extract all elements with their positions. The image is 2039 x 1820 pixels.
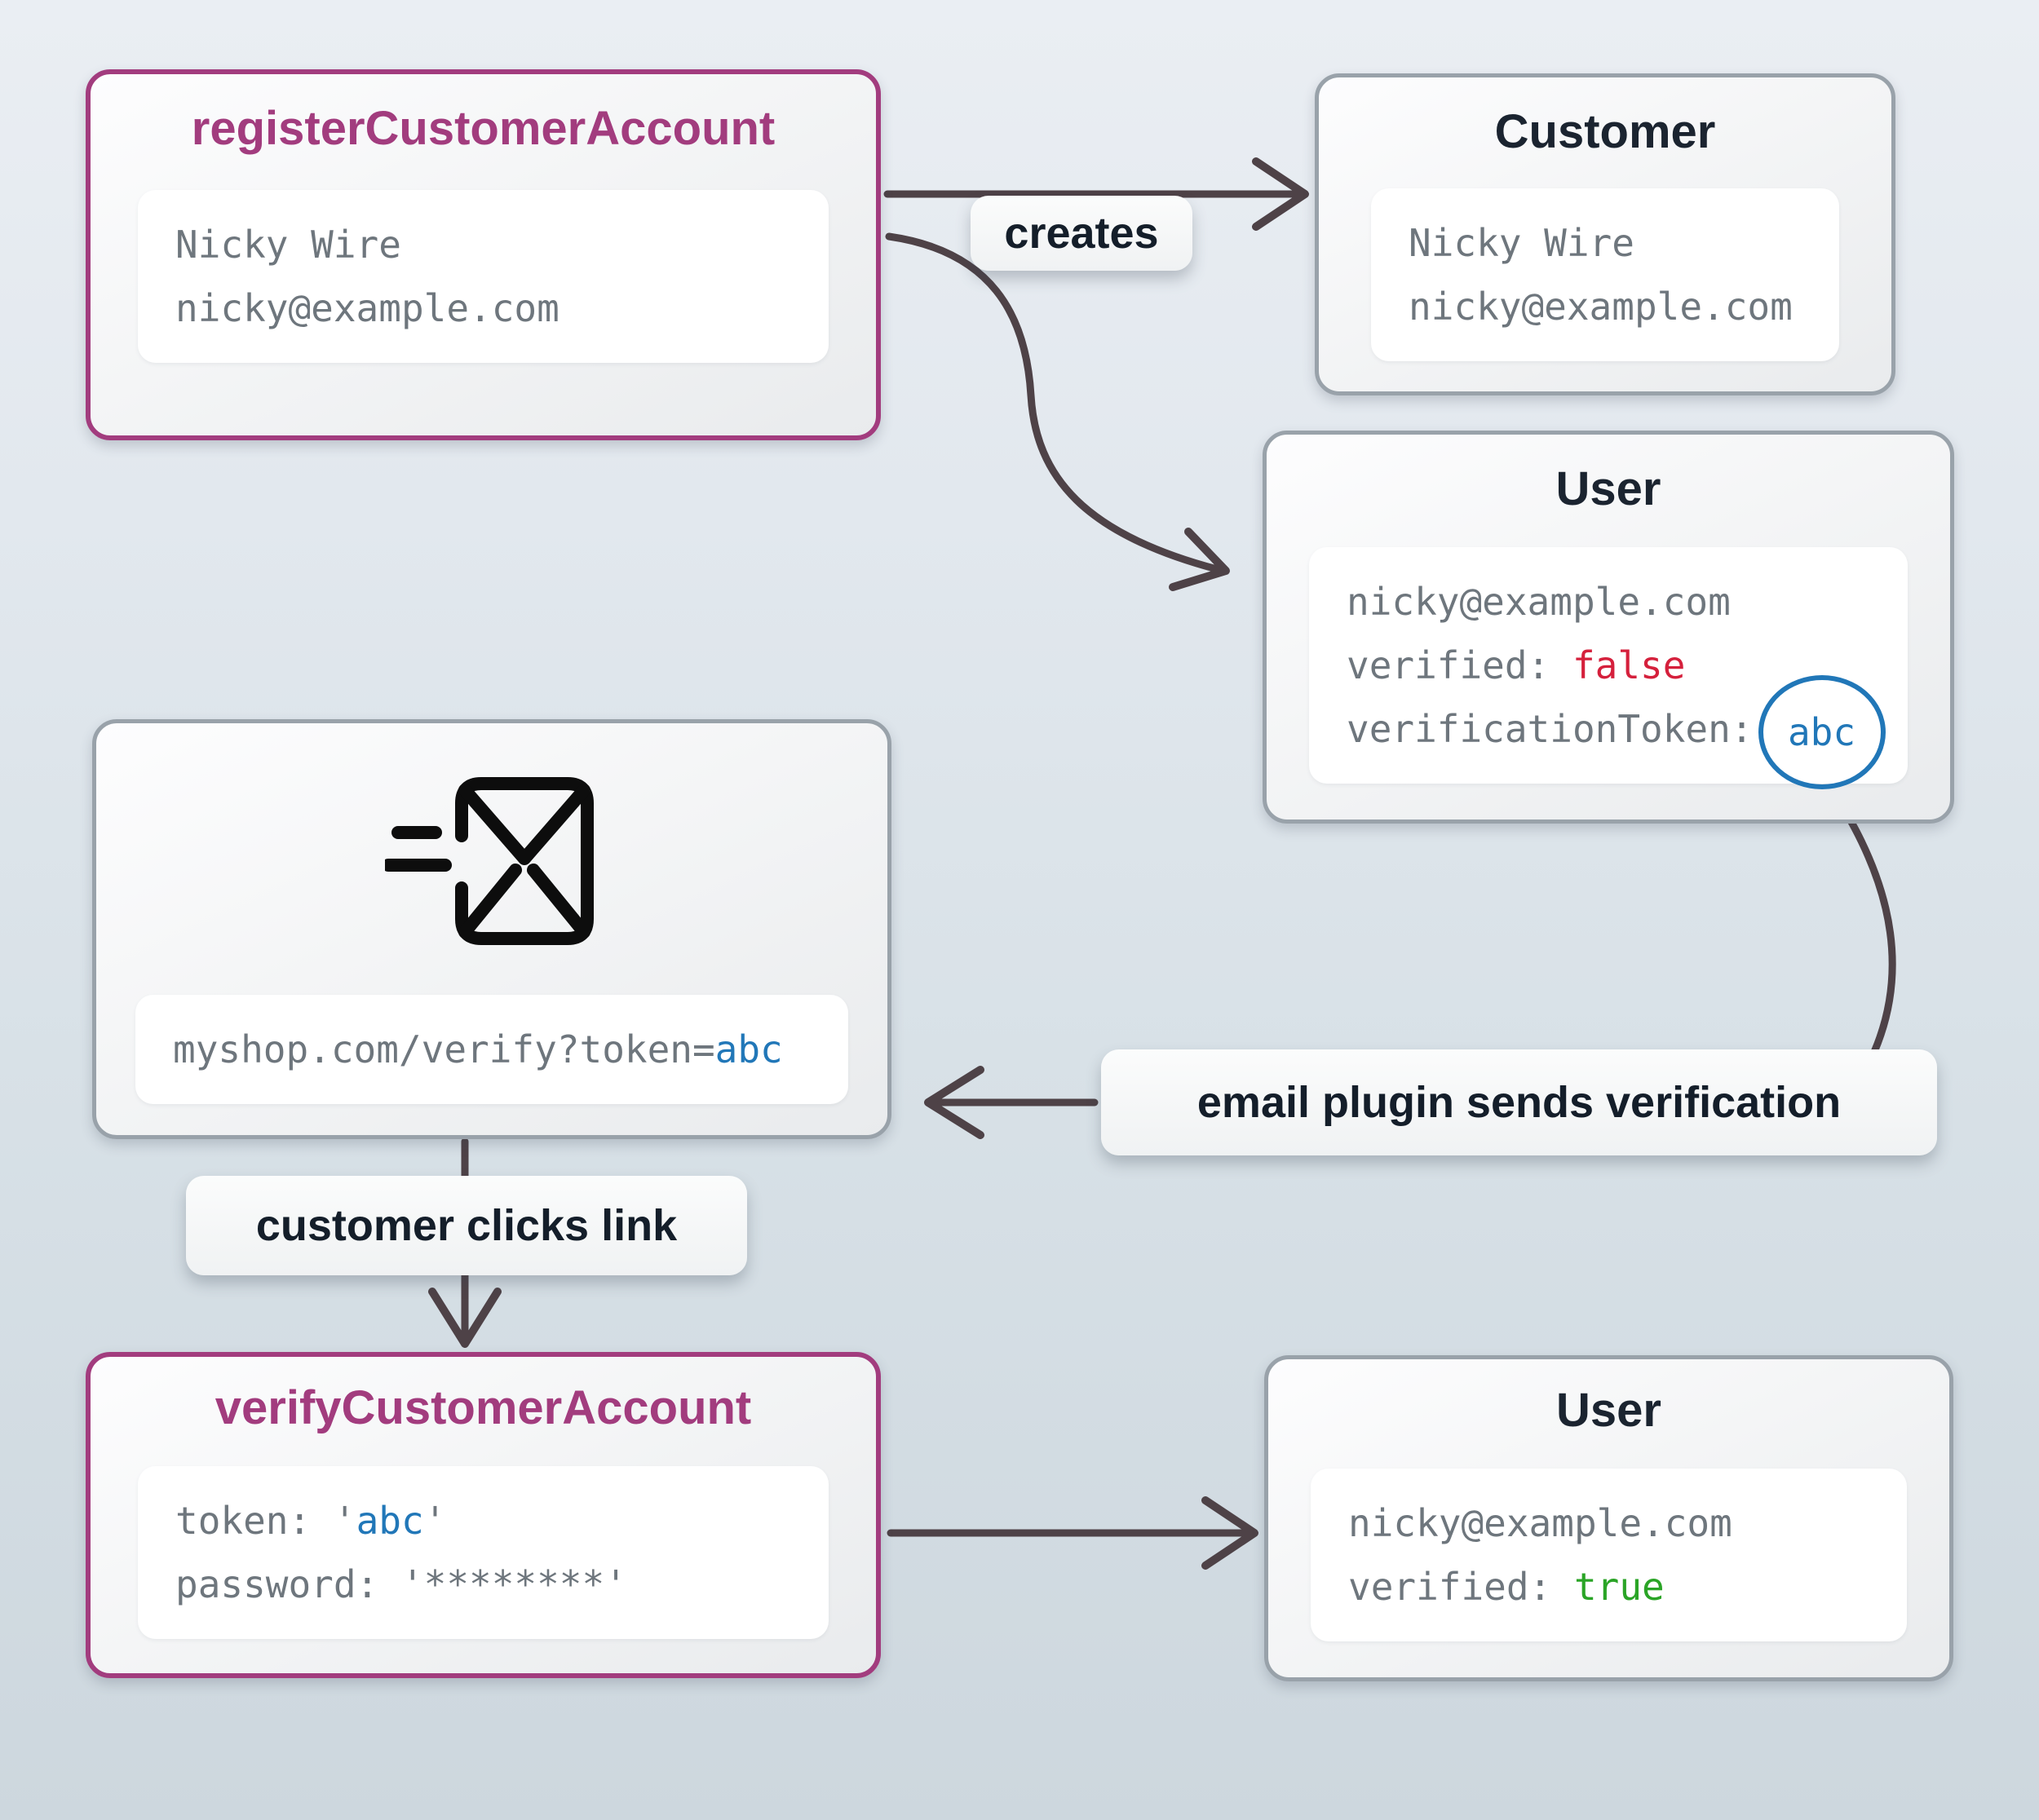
code-line: nicky@example.com (175, 286, 560, 330)
customer-box: Customer Nicky Wire nicky@example.com (1315, 73, 1895, 395)
quote-close: ' (423, 1499, 447, 1543)
verification-email-box: myshop.com/verify?token=abc (92, 719, 891, 1139)
code-line-verified: verified: true (1348, 1555, 1869, 1619)
mail-fast-icon (382, 766, 599, 959)
code-line-token: verificationToken: abc (1347, 674, 1886, 789)
creates-arrowhead (1252, 157, 1309, 231)
verified-value-false: false (1572, 643, 1686, 687)
code-line: nicky@example.com (1347, 580, 1731, 624)
register-to-user-arrowhead (1169, 528, 1230, 591)
verification-link: myshop.com/verify?token=abc (173, 1018, 811, 1081)
verify-payload-card: token: 'abc' password: '********' (138, 1466, 829, 1639)
verify-box-title: verifyCustomerAccount (215, 1381, 752, 1434)
code-line-verified: verified: false (1347, 634, 1870, 697)
verified-key: verified: (1347, 643, 1572, 687)
customer-clicks-link-label: customer clicks link (186, 1176, 747, 1275)
token-highlight-circle: abc (1758, 674, 1886, 789)
register-payload-card: Nicky Wire nicky@example.com (138, 190, 829, 363)
token-value: abc (356, 1499, 424, 1543)
user-unverified-box: User nicky@example.com verified: false v… (1263, 431, 1954, 824)
verified-value-true: true (1573, 1565, 1665, 1609)
customer-payload-card: Nicky Wire nicky@example.com (1371, 188, 1839, 361)
register-to-user-curve (885, 232, 1221, 573)
register-customer-account-box: registerCustomerAccount Nicky Wire nicky… (86, 69, 881, 440)
user-verified-box-title: User (1556, 1384, 1661, 1437)
clicks-link-arrowhead (428, 1288, 502, 1348)
token-to-label-curve (1824, 780, 1896, 1056)
code-line-password: password: '********' (175, 1562, 627, 1606)
user-unverified-payload-card: nicky@example.com verified: false verifi… (1309, 547, 1908, 789)
verification-token-key: verificationToken: (1347, 707, 1754, 751)
code-line: Nicky Wire (175, 223, 401, 267)
code-line-token: token: 'abc' (175, 1489, 791, 1553)
code-line: nicky@example.com (1409, 285, 1793, 329)
user-verified-payload-card: nicky@example.com verified: true (1311, 1469, 1907, 1641)
user-verified-box: User nicky@example.com verified: true (1264, 1355, 1953, 1681)
customer-box-title: Customer (1494, 105, 1716, 158)
user-unverified-box-title: User (1555, 462, 1661, 515)
verify-customer-account-box: verifyCustomerAccount token: 'abc' passw… (86, 1352, 881, 1678)
register-box-title: registerCustomerAccount (191, 102, 776, 155)
code-line: nicky@example.com (1348, 1501, 1732, 1545)
verification-url-prefix: myshop.com/verify?token= (173, 1027, 715, 1071)
verification-token-value: abc (1787, 709, 1856, 754)
creates-label: creates (971, 196, 1192, 271)
token-key: token: (175, 1499, 334, 1543)
verification-link-card: myshop.com/verify?token=abc (135, 995, 848, 1104)
code-line: Nicky Wire (1409, 221, 1634, 265)
verified-key: verified: (1348, 1565, 1574, 1609)
sends-verification-arrowhead (924, 1066, 984, 1139)
verification-url-token: abc (714, 1027, 783, 1071)
email-plugin-sends-verification-label: email plugin sends verification (1101, 1049, 1937, 1155)
quote-open: ' (333, 1499, 356, 1543)
verify-to-user-arrowhead (1201, 1496, 1258, 1570)
